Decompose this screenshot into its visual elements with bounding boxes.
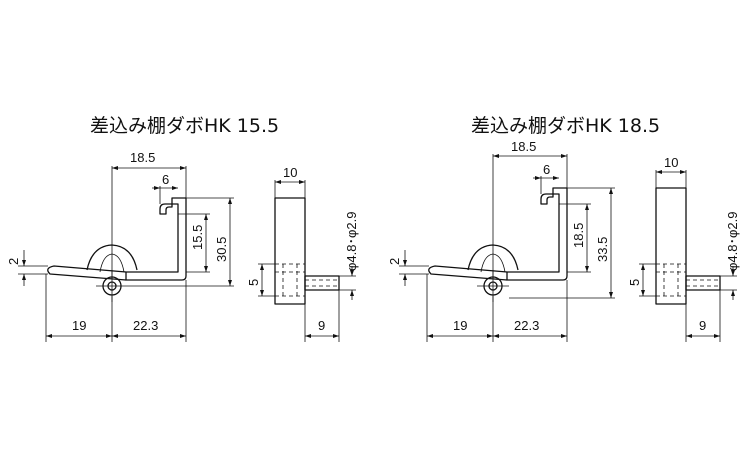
dim-flange-thickness: 2 [387,258,402,265]
dim-side-width: 10 [283,165,297,180]
side-view [655,187,721,305]
dim-flange-thickness: 2 [6,258,21,265]
dim-side-height: 5 [246,279,261,286]
dim-inner-height: 15.5 [190,225,205,250]
dim-top-width: 18.5 [511,139,536,154]
drawing-hk-18-5: 差込み棚ダボHK 18.5 18.5 6 18.5 [387,115,740,342]
dim-pin-diameter: φ4.8･φ2.9 [344,211,359,271]
dim-total-height: 33.5 [595,237,610,262]
dim-total-height: 30.5 [214,237,229,262]
dim-pin-length: 9 [699,318,706,333]
dim-tip-width: 6 [543,162,550,177]
front-view [428,187,568,302]
dim-pin-length: 9 [318,318,325,333]
dim-right-length: 22.3 [133,318,158,333]
flange-arm [428,265,508,281]
hook-bracket-outline [506,187,568,281]
dim-inner-height: 18.5 [571,223,586,248]
dim-left-length: 19 [72,318,86,333]
drawing-title: 差込み棚ダボHK 18.5 [471,115,660,137]
flange-arm [47,265,127,281]
dim-side-height: 5 [627,279,642,286]
drawing-hk-15-5: 差込み棚ダボHK 15.5 18.5 6 15.5 [6,115,359,342]
side-block [655,187,687,305]
dim-pin-diameter: φ4.8･φ2.9 [725,211,740,271]
hook-bracket-outline [125,197,187,281]
side-block [274,197,306,305]
side-pin [304,275,340,291]
dim-right-length: 22.3 [514,318,539,333]
dim-side-width: 10 [664,155,678,170]
drawing-title: 差込み棚ダボHK 15.5 [90,115,279,137]
side-pin [685,275,721,291]
dim-tip-width: 6 [162,172,169,187]
side-view [274,197,340,305]
dim-top-width: 18.5 [130,150,155,165]
dim-left-length: 19 [453,318,467,333]
